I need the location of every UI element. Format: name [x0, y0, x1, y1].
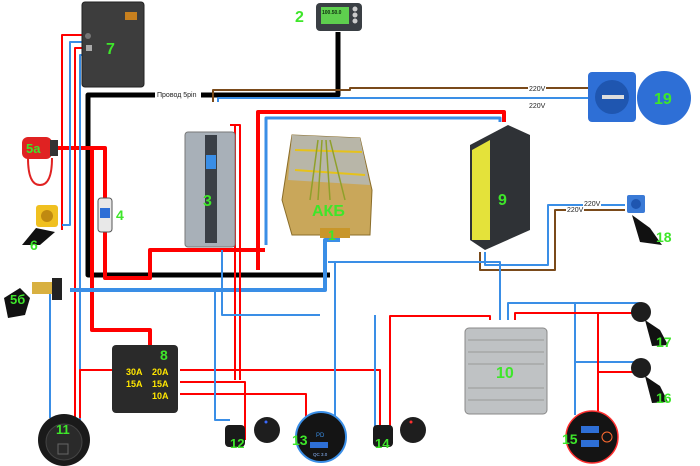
label-19: 19: [654, 91, 672, 108]
fuse-4: 15A: [152, 379, 169, 389]
wires: [49, 32, 640, 440]
inverter[interactable]: 3: [184, 131, 236, 248]
label-2: 2: [295, 9, 304, 26]
wire-inverter-blue: [221, 250, 320, 316]
rocker-switch-12[interactable]: 12: [225, 417, 280, 451]
wire-fuse-in-11: [79, 369, 112, 418]
red-terminal[interactable]: 5а: [22, 137, 58, 187]
panel-connector-17[interactable]: 17: [631, 302, 672, 350]
label-7: 7: [106, 41, 115, 58]
wire-red-charger: [256, 110, 506, 270]
ac-label-2: 220V: [529, 103, 546, 110]
fuse-3: 15A: [126, 379, 143, 389]
label-14: 14: [375, 436, 390, 451]
inline-fuse[interactable]: 4: [97, 197, 124, 233]
rocker-switch-14[interactable]: 14: [373, 417, 426, 451]
wire-data-black: [85, 32, 341, 278]
label-18: 18: [656, 229, 672, 245]
label-4: 4: [116, 207, 124, 223]
powercon-input[interactable]: 18: [627, 195, 672, 245]
label-15: 15: [562, 431, 578, 447]
wire-fuse-out-2: [180, 381, 246, 440]
label-6: 6: [30, 237, 38, 253]
wire-ac-brown-top: [212, 87, 590, 102]
label-3: 3: [203, 193, 212, 210]
wire-ac-blue-top: [217, 97, 590, 102]
wire-blue-12: [214, 290, 230, 421]
label-5b: 5б: [10, 292, 25, 307]
wire-blue-charger: [264, 116, 502, 245]
usb-socket-13[interactable]: PD QC 3.0 13: [292, 411, 347, 463]
wire-red-5a: [58, 146, 265, 280]
battery-label: АКБ: [312, 203, 345, 220]
label-11: 11: [56, 422, 70, 437]
ac-label-3: 220V: [584, 201, 601, 208]
wire-7-blue-1: [62, 41, 85, 226]
yellow-connector[interactable]: 6: [22, 205, 58, 253]
label-8: 8: [160, 347, 168, 363]
charge-controller[interactable]: 7: [81, 1, 145, 88]
label-9: 9: [498, 192, 507, 209]
battery-pack[interactable]: АКБ 1: [281, 134, 373, 243]
label-10: 10: [496, 365, 514, 382]
wire-red-5a-down: [90, 148, 152, 345]
dc-dc-converter[interactable]: 10: [464, 327, 548, 415]
usb-qc-text: QC 3.0: [313, 452, 328, 457]
panel-connector-16[interactable]: 16: [631, 358, 672, 406]
label-1: 1: [328, 227, 336, 243]
label-12: 12: [230, 436, 244, 451]
fuse-1: 30A: [126, 367, 143, 377]
wire-7-red-1: [61, 34, 82, 230]
usb-pd-text: PD: [316, 433, 325, 439]
wire-blue-10: [328, 261, 501, 320]
wire-red-10: [389, 315, 491, 440]
fuse-2: 20A: [152, 367, 169, 377]
black-terminal[interactable]: 5б: [4, 278, 62, 318]
fuse-5: 10A: [152, 391, 169, 401]
battery-charger[interactable]: 9: [470, 125, 530, 250]
data-wire-label: Провод 5pin: [157, 92, 197, 99]
monitor-display: 100.50.0: [322, 10, 342, 16]
wire-blue-bus: [70, 238, 340, 292]
wire-10-blue-out: [507, 302, 640, 415]
fuse-box[interactable]: 8 30A 20A 15A 15A 10A: [112, 345, 178, 413]
ac-label-4: 220V: [567, 207, 584, 214]
schuko-socket[interactable]: 19: [588, 71, 691, 125]
wire-fuse-out-3: [180, 393, 307, 420]
wire-fuse-out-1: [180, 369, 381, 440]
wire-ac-blue-18: [484, 204, 625, 266]
label-17: 17: [656, 334, 672, 350]
label-5a: 5а: [26, 141, 41, 156]
cigarette-socket[interactable]: 11: [38, 414, 90, 466]
label-13: 13: [292, 432, 308, 448]
battery-monitor[interactable]: 100.50.0 2: [295, 3, 362, 31]
dual-usb-socket[interactable]: 15: [562, 410, 619, 464]
label-16: 16: [656, 390, 672, 406]
ac-label-1: 220V: [529, 86, 546, 93]
